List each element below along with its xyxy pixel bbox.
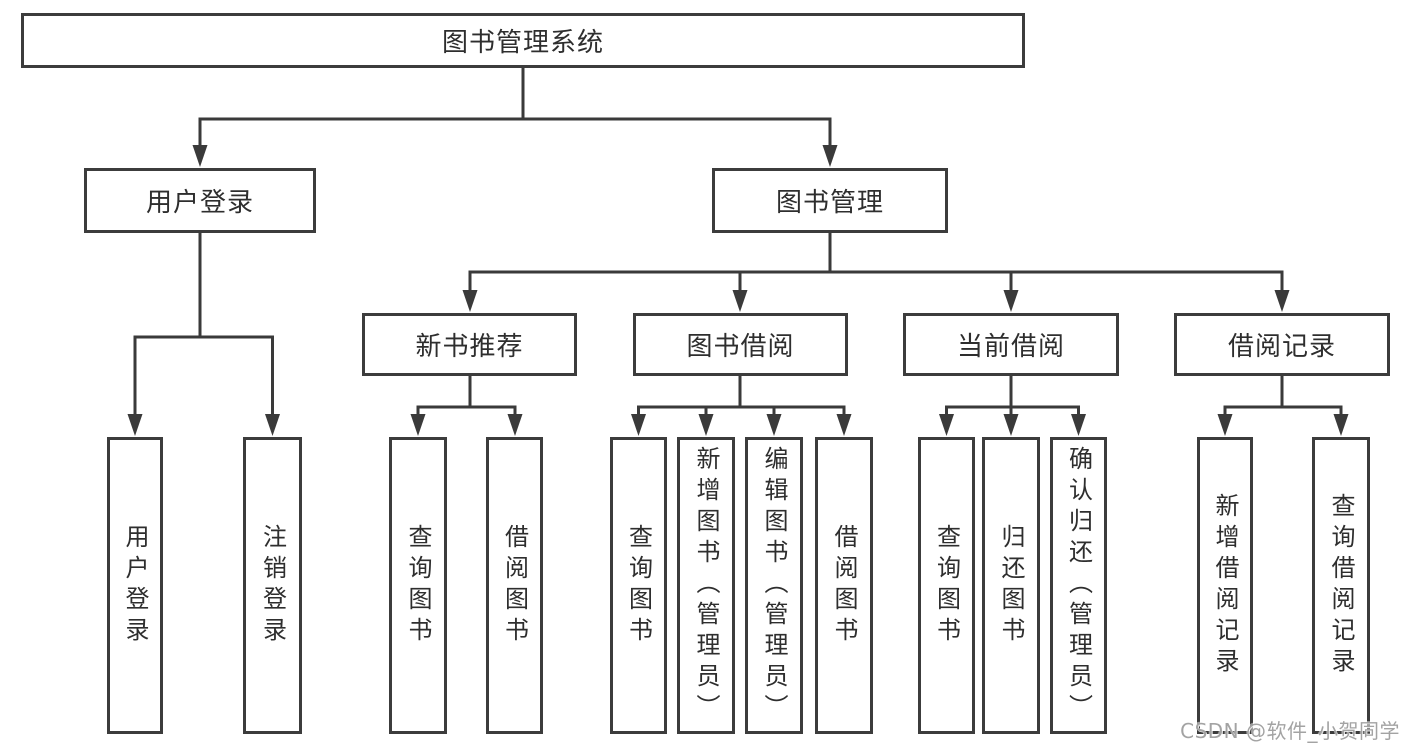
node-leaf-logout: 注销登录 <box>243 437 302 734</box>
node-current-borrowing-label: 当前借阅 <box>956 332 1065 362</box>
node-book-management-label: 图书管理 <box>775 188 884 218</box>
node-leaf-borrow-books-borrowing: 借阅图书 <box>815 437 873 734</box>
connector-new-book-recommend-to-leaves <box>410 376 523 436</box>
node-leaf-user-login-label: 用户登录 <box>121 523 149 648</box>
node-leaf-query-books-recommend: 查询图书 <box>389 437 447 734</box>
node-current-borrowing: 当前借阅 <box>903 313 1119 376</box>
node-leaf-add-books-admin: 新增图书（管理员） <box>677 437 735 734</box>
node-leaf-borrow-books-borrowing-label: 借阅图书 <box>830 523 858 648</box>
node-leaf-query-borrow-record-label: 查询借阅记录 <box>1327 492 1355 679</box>
csdn-watermark: CSDN @软件_小贺同学 <box>1180 719 1400 743</box>
node-root-label: 图书管理系统 <box>441 28 604 58</box>
node-leaf-edit-books-admin: 编辑图书（管理员） <box>745 437 803 734</box>
node-leaf-return-books-label: 归还图书 <box>997 523 1025 648</box>
node-leaf-add-borrow-record: 新增借阅记录 <box>1197 437 1253 734</box>
node-book-borrowing-label: 图书借阅 <box>686 332 795 362</box>
node-root: 图书管理系统 <box>21 13 1025 68</box>
node-leaf-query-books-recommend-label: 查询图书 <box>404 523 432 648</box>
connector-user-login-to-leaves <box>127 233 280 436</box>
node-user-login: 用户登录 <box>84 168 316 233</box>
node-leaf-query-borrow-record: 查询借阅记录 <box>1312 437 1370 734</box>
node-borrowing-records-label: 借阅记录 <box>1227 332 1336 362</box>
node-leaf-return-books: 归还图书 <box>982 437 1040 734</box>
node-book-management: 图书管理 <box>712 168 948 233</box>
node-leaf-user-login: 用户登录 <box>107 437 163 734</box>
node-borrowing-records: 借阅记录 <box>1174 313 1390 376</box>
connector-current-borrowing-to-leaves <box>939 376 1086 436</box>
node-user-login-label: 用户登录 <box>145 188 254 218</box>
connector-book-management-to-level3 <box>462 233 1290 312</box>
node-leaf-query-books-borrowing: 查询图书 <box>610 437 667 734</box>
node-leaf-logout-label: 注销登录 <box>258 523 287 648</box>
connector-book-borrowing-to-leaves <box>631 376 852 436</box>
node-new-book-recommend: 新书推荐 <box>362 313 577 376</box>
node-leaf-borrow-books-recommend: 借阅图书 <box>486 437 543 734</box>
node-leaf-query-books-borrowing-label: 查询图书 <box>624 523 653 648</box>
node-leaf-confirm-return-admin-label: 确认归还（管理员） <box>1064 446 1093 725</box>
node-leaf-borrow-books-recommend-label: 借阅图书 <box>500 523 529 648</box>
node-new-book-recommend-label: 新书推荐 <box>415 332 524 362</box>
node-leaf-add-borrow-record-label: 新增借阅记录 <box>1211 492 1239 679</box>
connector-borrowing-records-to-leaves <box>1217 376 1349 436</box>
node-leaf-edit-books-admin-label: 编辑图书（管理员） <box>760 446 788 725</box>
connector-root-to-level2 <box>192 67 838 167</box>
node-leaf-confirm-return-admin: 确认归还（管理员） <box>1050 437 1107 734</box>
node-leaf-query-books-current-label: 查询图书 <box>932 523 961 648</box>
node-leaf-query-books-current: 查询图书 <box>918 437 975 734</box>
node-leaf-add-books-admin-label: 新增图书（管理员） <box>692 446 720 725</box>
node-book-borrowing: 图书借阅 <box>633 313 848 376</box>
